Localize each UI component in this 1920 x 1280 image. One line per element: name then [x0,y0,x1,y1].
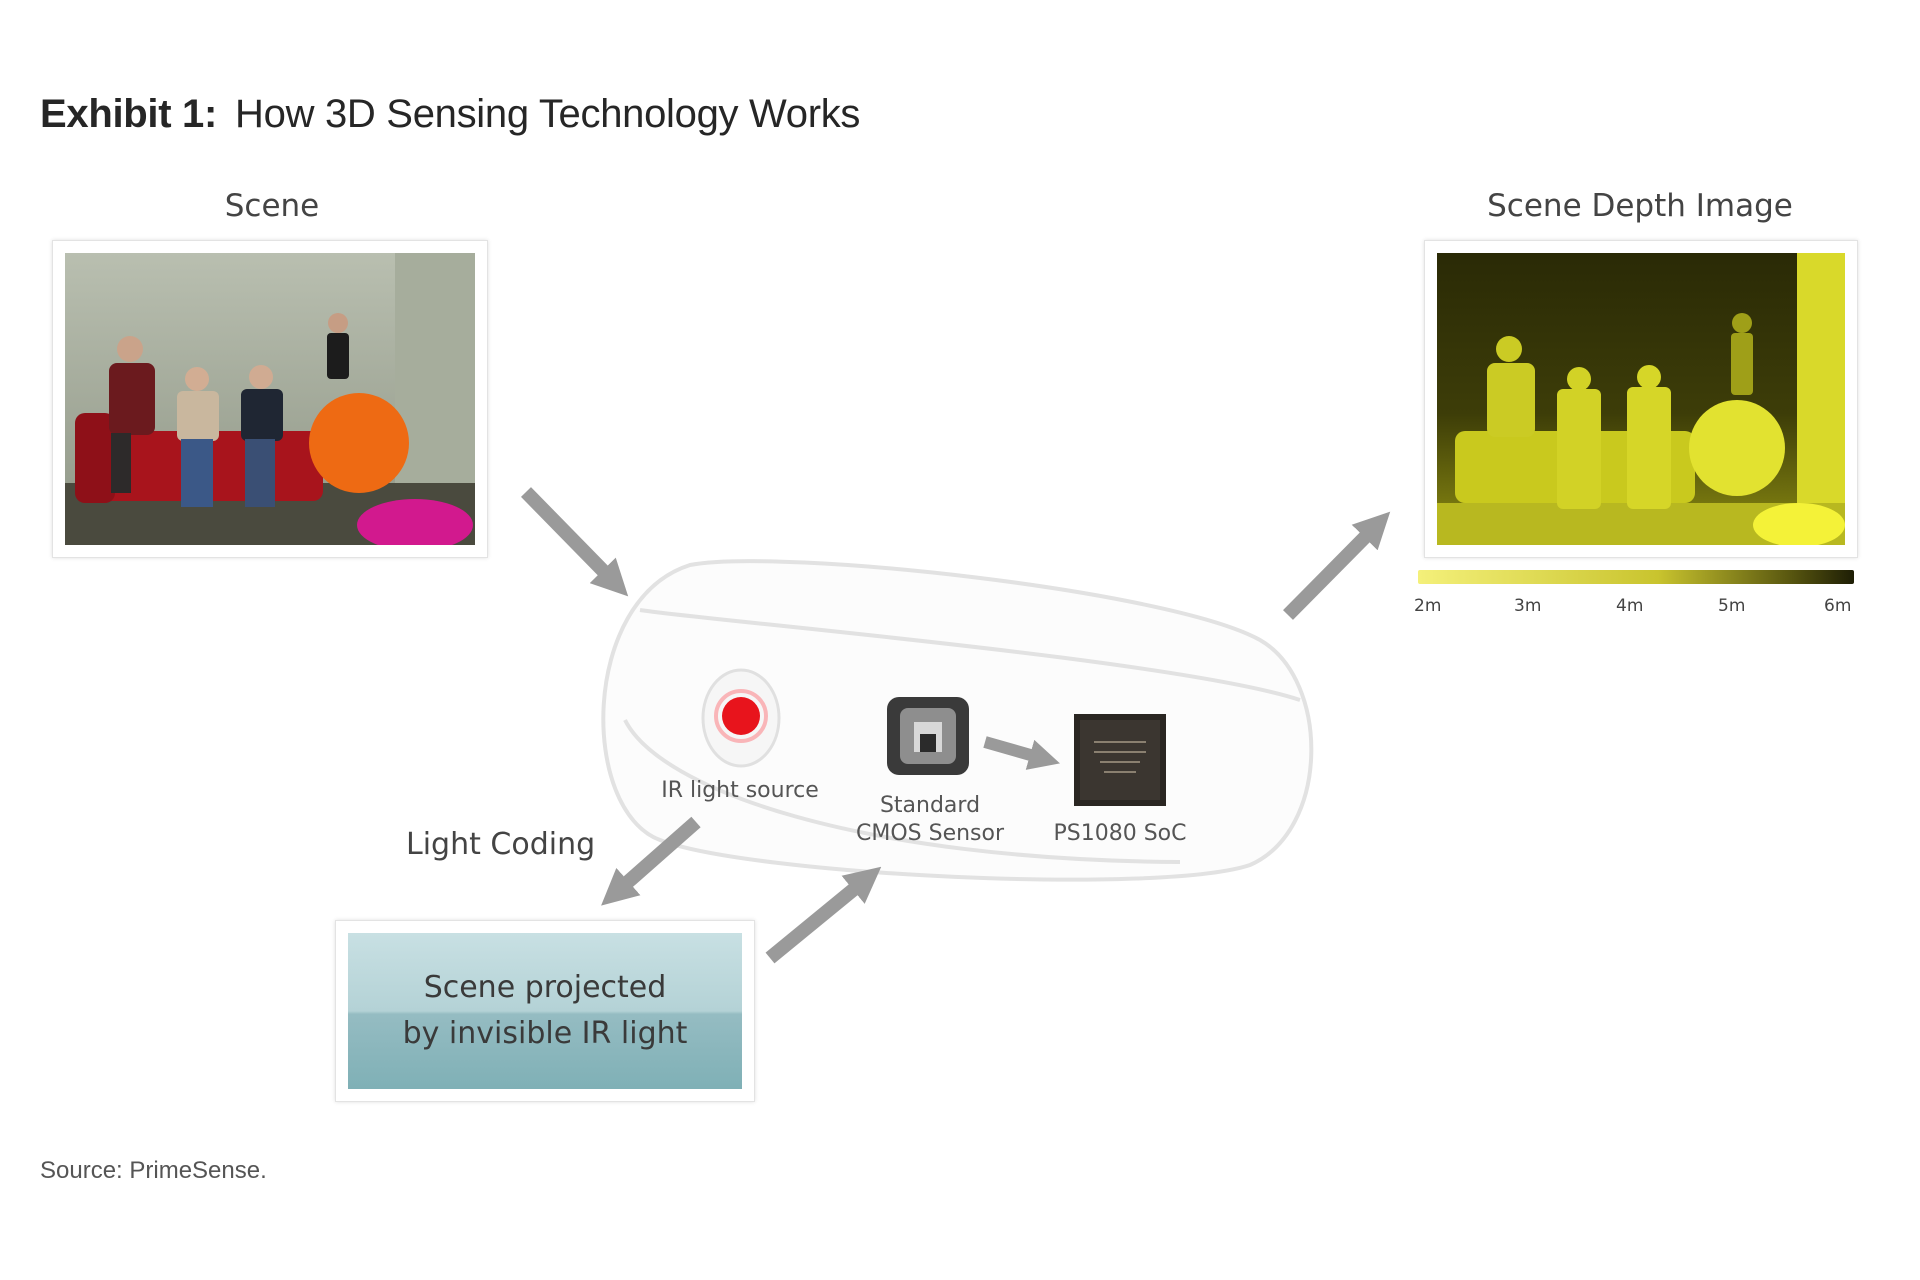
depth-image-frame [1424,240,1858,558]
scene-label: Scene [224,188,320,224]
exhibit-number: Exhibit 1: [40,92,218,136]
arrow-cmos-to-soc [983,736,1060,770]
scene-projected-line2: by invisible IR light [402,1016,688,1051]
soc-label: PS1080 SoC [1053,821,1187,846]
scene-photo-frame [52,240,488,558]
scene-photo [65,253,475,545]
depth-tick-2m: 2m [1414,596,1442,616]
scene-projected-box: Scene projected by invisible IR light [335,920,755,1102]
ps1080-soc-chip [1074,714,1166,806]
ir-light-dot [722,697,760,735]
cmos-sensor-chip [887,697,969,775]
cmos-sensor-label: Standard CMOS Sensor [840,792,1020,848]
depth-tick-6m: 6m [1824,596,1852,616]
arrow-ir-to-projection [601,816,701,906]
light-coding-label: Light Coding [406,827,596,862]
depth-tick-4m: 4m [1616,596,1644,616]
cmos-label-line1: Standard [879,793,981,818]
exhibit-title: Exhibit 1: How 3D Sensing Technology Work… [40,92,860,137]
arrow-device-to-depth [1283,511,1391,620]
arrow-projection-to-cmos [765,866,882,964]
depth-tick-5m: 5m [1718,596,1746,616]
ir-light-source-label: IR light source [661,778,819,803]
depth-tick-3m: 3m [1514,596,1542,616]
source-note: Source: PrimeSense. [40,1157,267,1184]
cmos-label-line2: CMOS Sensor [855,821,1005,846]
arrow-scene-to-device [520,487,629,597]
depth-scale-bar [1418,570,1854,584]
depth-image [1437,253,1845,545]
depth-label: Scene Depth Image [1487,188,1793,224]
scene-projected-line1: Scene projected [423,970,667,1005]
exhibit-title-text: How 3D Sensing Technology Works [235,92,861,136]
scene-projected-panel: Scene projected by invisible IR light [348,933,742,1089]
